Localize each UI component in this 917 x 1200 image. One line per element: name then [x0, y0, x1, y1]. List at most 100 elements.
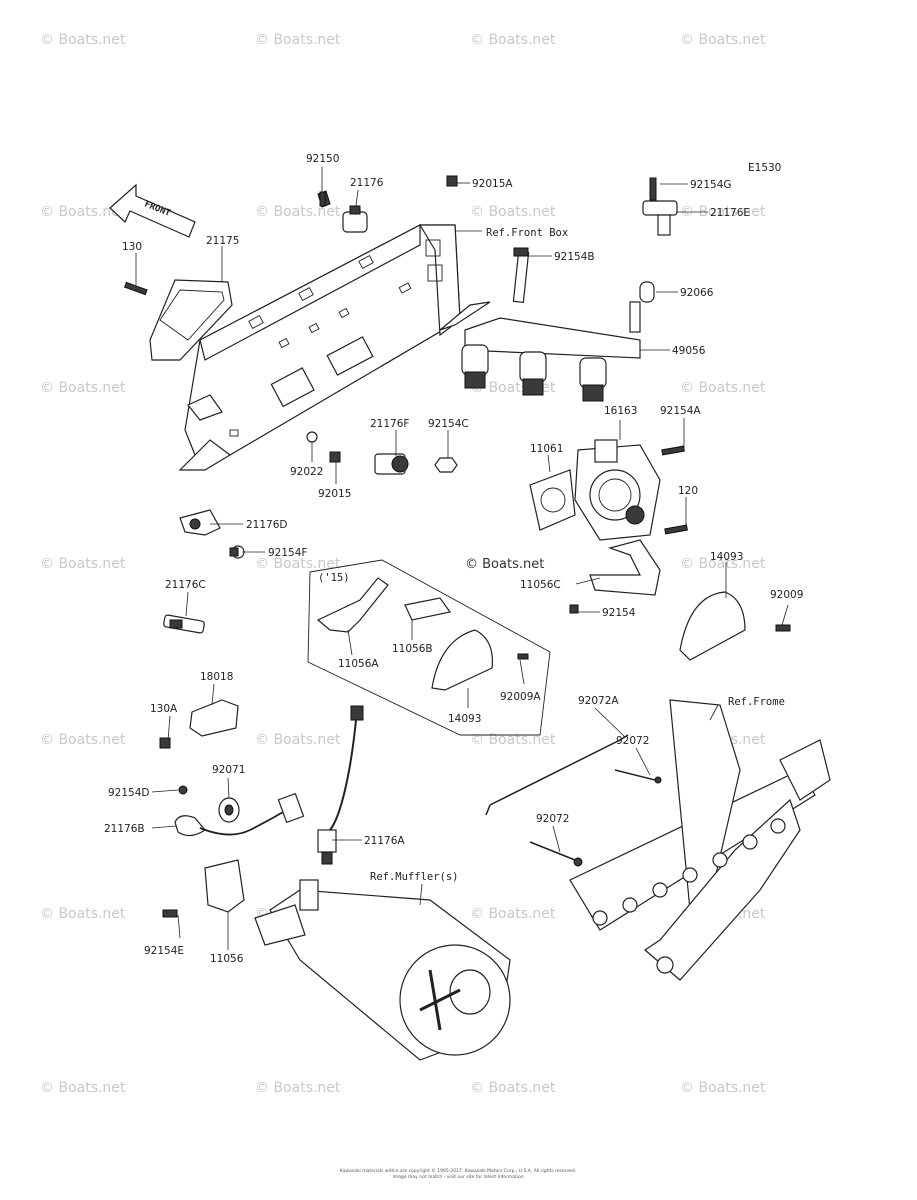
fuel-rail-49056	[461, 317, 641, 402]
sensor-21176D	[179, 509, 221, 536]
bracket-11056C	[589, 539, 661, 596]
bolt-130	[123, 281, 148, 296]
part-label: 92154C	[428, 418, 469, 430]
watermark: © Boats.net	[40, 380, 126, 396]
cable-tie-92072A	[485, 734, 629, 816]
bolt-92154B	[512, 247, 530, 304]
part-label: 130	[122, 241, 142, 253]
sensor-21176E	[642, 177, 678, 236]
part-label: 21176B	[104, 823, 145, 835]
part-label: 92009	[770, 589, 803, 601]
part-label: 11056	[210, 953, 244, 965]
cover-14093	[679, 591, 746, 661]
part-label: 130A	[150, 703, 178, 715]
part-label: 92072	[536, 813, 569, 825]
pipe-92066	[629, 281, 655, 333]
ecu-21175	[149, 279, 233, 361]
bolt-92154E	[162, 909, 178, 918]
grommet-92071	[218, 797, 240, 823]
bolt-92154A	[661, 445, 685, 456]
watermark: © Boats.net	[40, 204, 126, 220]
part-labels: 92150 21176 92015A 92154G 21176E Ref.Fro…	[104, 153, 803, 965]
part-label: 92154G	[690, 179, 732, 191]
part-label: 92150	[306, 153, 339, 165]
screw-92009	[775, 624, 791, 632]
part-label: 92072	[616, 735, 649, 747]
part-label: 21176	[350, 177, 384, 189]
bolt-120	[664, 524, 688, 535]
sensor-21176A	[317, 705, 364, 865]
part-label: 16163	[604, 405, 637, 417]
cable-tie-92072	[614, 769, 662, 784]
watermark: © Boats.net	[255, 732, 341, 748]
part-label: 11056B	[392, 643, 433, 655]
watermark: © Boats.net	[470, 732, 556, 748]
gasket-11061	[529, 469, 576, 531]
year-15-inset: ('15)	[307, 559, 551, 736]
part-label: 11056A	[338, 658, 379, 670]
part-label: 21175	[206, 235, 239, 247]
part-label: 49056	[672, 345, 706, 357]
nut-92154C	[434, 457, 458, 473]
watermark: © Boats.net	[470, 204, 556, 220]
sensor-21176C	[163, 614, 205, 634]
watermark: © Boats.net	[40, 556, 126, 572]
watermark: © Boats.net	[680, 204, 766, 220]
ref-frame: Ref.Frome	[728, 696, 785, 708]
sensor-21176B	[174, 785, 305, 837]
frame	[569, 699, 831, 981]
part-label: 18018	[200, 671, 233, 683]
muffler	[254, 879, 511, 1061]
part-label: 21176A	[364, 835, 405, 847]
leader-lines	[135, 167, 789, 950]
bolt-92150	[319, 191, 326, 207]
part-label: 21176E	[710, 207, 750, 219]
part-label: 92015	[318, 488, 351, 500]
part-label: 11056C	[520, 579, 561, 591]
bracket-11056	[204, 859, 245, 913]
watermark: © Boats.net	[680, 556, 766, 572]
watermark: © Boats.net	[255, 204, 341, 220]
copyright-line: Kawasaki materials within are copyright …	[340, 1167, 576, 1174]
part-label: 92015A	[472, 178, 513, 190]
ref-front-box: Ref.Front Box	[486, 227, 568, 239]
ref-muffler: Ref.Muffler(s)	[370, 871, 459, 883]
watermark: © Boats.net	[680, 32, 766, 48]
part-label: 92154	[602, 607, 636, 619]
clip-92015A	[446, 175, 458, 187]
part-label: 14093	[710, 551, 743, 563]
part-label: 92154E	[144, 945, 184, 957]
watermark: © Boats.net	[255, 556, 341, 572]
bolt-92154	[569, 604, 579, 614]
part-label: 92066	[680, 287, 714, 299]
bracket-18018	[189, 699, 239, 737]
bolt-92154F	[229, 545, 245, 559]
watermark: © Boats.net	[470, 1080, 556, 1096]
part-label: 92072A	[578, 695, 619, 707]
part-label: 21176F	[370, 418, 409, 430]
part-label: 92154A	[660, 405, 701, 417]
part-label: 21176D	[246, 519, 288, 531]
watermark: © Boats.net	[40, 1080, 126, 1096]
part-label: 14093	[448, 713, 481, 725]
washer-92022	[306, 431, 318, 443]
front-arrow-icon: FRONT	[109, 183, 196, 238]
watermark: © Boats.net	[40, 32, 126, 48]
watermark: © Boats.net	[680, 380, 766, 396]
watermark: © Boats.net	[40, 732, 126, 748]
clip-92015	[329, 451, 341, 463]
part-label: 11061	[530, 443, 563, 455]
center-watermark: © Boats.net	[465, 557, 544, 572]
watermark: © Boats.net	[255, 1080, 341, 1096]
part-label: 92154D	[108, 787, 150, 799]
watermark: © Boats.net	[255, 32, 341, 48]
part-label: 92022	[290, 466, 323, 478]
sensor-21176F	[374, 453, 409, 475]
copyright-line: Image may not match - visit our site for…	[392, 1174, 523, 1180]
year-label: ('15)	[318, 572, 350, 584]
part-label: 92071	[212, 764, 245, 776]
watermark: © Boats.net	[470, 906, 556, 922]
throttle-body-16163	[574, 439, 661, 541]
part-label: 120	[678, 485, 698, 497]
